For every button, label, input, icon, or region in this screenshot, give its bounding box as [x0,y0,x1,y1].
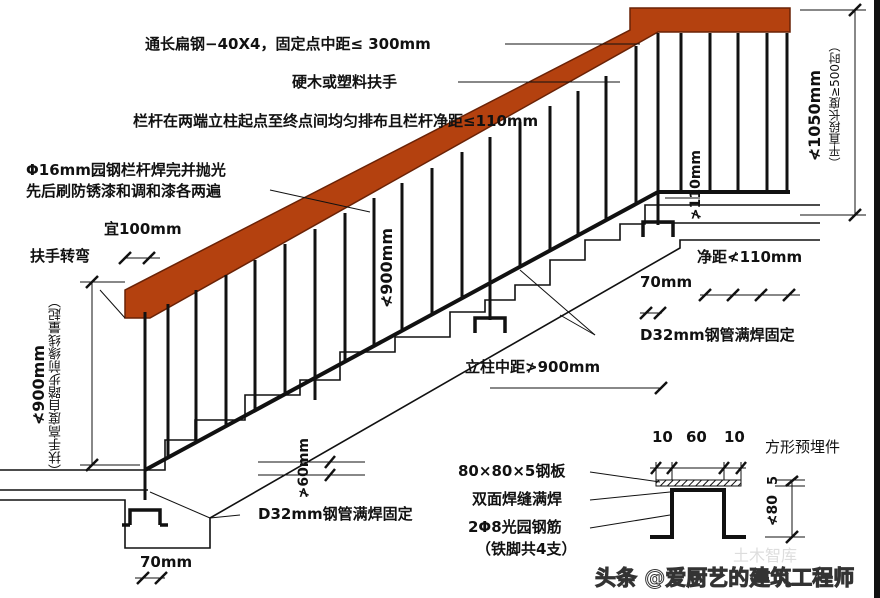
baluster-spacing-label: 栏杆在两端立柱起点至终点间均匀排布且栏杆净距≤110mm [133,112,539,130]
handrail [124,7,791,319]
dim-70-bottom: 70mm [140,553,193,571]
left-height-dimension: ≮900mm [29,345,48,426]
gap-110-dimension: ≯110mm [688,150,704,221]
right-height-note: （平直段长度≥500时） [828,40,842,169]
embed-plate-thickness: 5 [766,476,781,486]
watermark: 头条 @爱厨艺的建筑工程师 [594,566,855,591]
baluster-spec-line2: 先后刷防锈漆和调和漆各两遍 [26,182,222,200]
dim-70-right: 70mm [640,273,693,291]
embed-plate-label: 80×80×5钢板 [458,462,566,480]
embed-plate-detail [589,461,805,544]
mid-height-dimension: ≮900mm [377,228,396,309]
handrail-turn-dimension: 宜100mm [104,220,182,238]
dim-60-label: ≯60mm [296,438,312,499]
tube-weld-right-label: D32mm钢管满焊固定 [640,326,795,344]
right-height-dimension: ≮1050mm [805,70,824,162]
post-spacing-label: 立柱中距≯900mm [465,358,601,376]
flat-steel-label: 通长扁钢−40X4，固定点中距≤ 300mm [145,35,431,53]
handrail-material-label: 硬木或塑料扶手 [292,73,398,91]
embed-dim-middle: 60 [686,428,707,446]
dimension-ticks [85,3,862,585]
embed-dim-left: 10 [652,428,673,446]
left-height-note: （扶手高度自踏步前缘线量起） [49,295,64,477]
balusters [143,33,789,500]
stair-profile [0,204,820,549]
right-edge-border [874,0,880,598]
faint-watermark: 土木智库 [733,546,798,565]
handrail-turn-label: 扶手转弯 [30,247,91,265]
embed-dim-right: 10 [724,428,745,446]
tube-weld-bottom-label: D32mm钢管满焊固定 [258,505,413,523]
embed-rebar-label: 2Φ8光园钢筋 [468,518,562,536]
dimension-lines [80,9,866,579]
post-bases [122,220,675,527]
embed-height-dimension: ≮80 [765,495,781,527]
embed-detail-title: 方形预埋件 [765,438,841,456]
embed-weld-label: 双面焊缝满焊 [472,490,563,508]
clear-spacing-dimension: 净距≮110mm [697,248,803,266]
baluster-spec-line1: Φ16mm园钢栏杆焊完并抛光 [26,161,226,179]
embed-rebar-note: （铁脚共4支） [476,540,577,558]
